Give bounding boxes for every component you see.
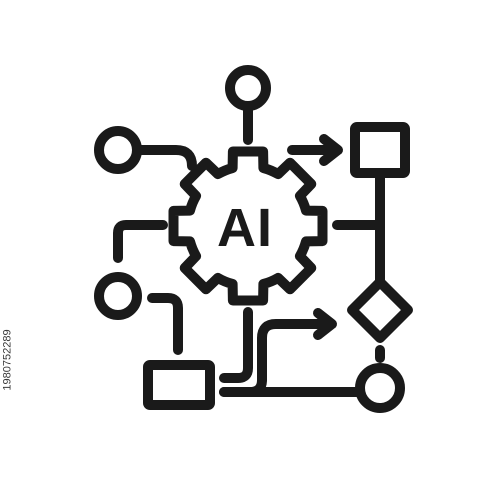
left-middle-node-circle [94,272,142,320]
stock-id-watermark: 1980752289 [0,250,18,470]
bottom-right-node-circle [355,363,405,413]
top-right-square-node [350,122,410,178]
top-node-circle [225,65,271,111]
gear-left-connector [113,220,168,263]
left-middle-to-rect-connector [147,293,183,355]
left-top-node-circle [94,126,142,174]
gear-icon [168,146,328,306]
diamond-decision-node [347,277,413,343]
left-top-node-connector [132,145,197,171]
stock-id-text: 1980752289 [2,329,14,391]
arrow-right-head-lower-icon [313,308,337,340]
arrow-right-head-icon [319,134,343,166]
bottom-left-rect-node [143,360,215,410]
gear-bottom-connector [219,307,253,383]
ai-label: AI [217,198,273,258]
